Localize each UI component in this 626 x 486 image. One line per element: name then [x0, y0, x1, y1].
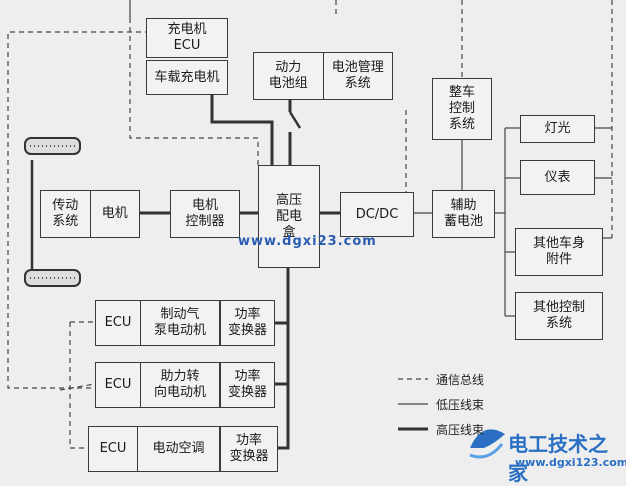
bms-box: 电池管理 系统	[322, 53, 393, 99]
converter2-box: 功率 变换器	[220, 362, 275, 408]
ecu1-box: ECU	[104, 315, 132, 330]
ac-group: ECU 电动空调	[88, 426, 220, 472]
logo-icon	[469, 429, 505, 459]
hv-trunk	[278, 268, 290, 450]
hv-charger	[210, 95, 274, 165]
other-control-box: 其他控制 系统	[515, 292, 603, 340]
steering-motor-box: 助力转 向电动机	[140, 363, 219, 407]
hv-distribution-box: 高压 配电 盒	[258, 165, 320, 268]
connection-lines	[7, 0, 613, 459]
onboard-charger-box: 车载充电机	[146, 60, 228, 95]
transmission-box: 传动 系统	[52, 198, 79, 229]
dcdc-box: DC/DC	[340, 192, 414, 237]
power-battery-box: 动力 电池组	[268, 60, 308, 91]
comm-bus-ecu2	[59, 383, 96, 391]
hv-switch	[288, 111, 302, 129]
brake-pump-motor-box: 制动气 泵电动机	[140, 301, 219, 345]
charger-ecu-box: 充电机 ECU	[146, 18, 228, 58]
motor-controller-box: 电机 控制器	[170, 190, 240, 238]
battery-group: 动力 电池组 电池管理 系统	[253, 52, 393, 100]
body-accessories-box: 其他车身 附件	[515, 228, 603, 276]
comm-bus-ecu3	[69, 322, 88, 449]
meter-box: 仪表	[520, 160, 595, 195]
aux-battery-box: 辅助 蓄电池	[432, 190, 495, 238]
legend-high-voltage: 高压线束	[436, 423, 485, 437]
lights-box: 灯光	[520, 115, 595, 143]
brake-group: ECU 制动气 泵电动机	[95, 300, 220, 346]
comm-bus-charger	[129, 0, 259, 165]
ecu3-box: ECU	[99, 441, 127, 456]
converter3-box: 功率 变换器	[220, 426, 278, 472]
converter1-box: 功率 变换器	[220, 300, 275, 346]
drivetrain-group: 传动 系统 电机	[40, 190, 140, 238]
ac-box: 电动空调	[137, 427, 219, 471]
motor-box: 电机	[89, 191, 140, 237]
steering-group: ECU 助力转 向电动机	[95, 362, 220, 408]
wheel-bottom-icon	[24, 269, 81, 287]
ev-system-diagram: 充电机 ECU 车载充电机 动力 电池组 电池管理 系统 整车 控制 系统 灯光…	[7, 0, 626, 485]
legend-low-voltage: 低压线束	[436, 398, 485, 412]
wheel-top-icon	[24, 137, 81, 155]
logo-url: www.dgxi123.com	[515, 456, 626, 469]
watermark-url: www.dgxi23.com	[238, 234, 377, 249]
ecu2-box: ECU	[104, 377, 132, 392]
legend-comm-bus: 通信总线	[436, 373, 485, 387]
vcu-box: 整车 控制 系统	[432, 78, 492, 140]
